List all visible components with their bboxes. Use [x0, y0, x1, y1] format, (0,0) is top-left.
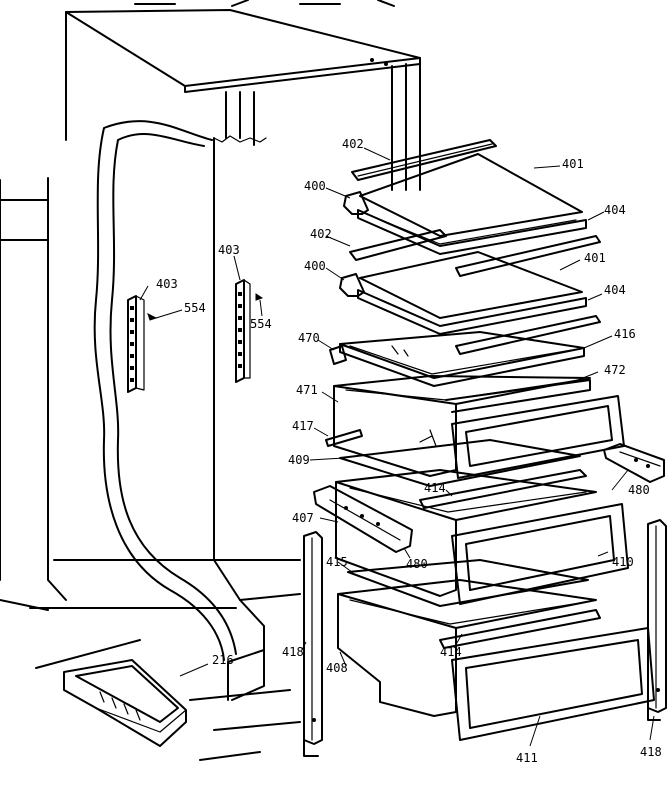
screw-left: [147, 309, 183, 321]
upper-shelf-assembly: [343, 139, 587, 255]
label-408: 408: [326, 661, 348, 675]
middle-drawer: [313, 469, 629, 605]
leader-lines: [139, 147, 655, 747]
label-409: 409: [288, 453, 310, 467]
label-418-left: 418: [282, 645, 304, 659]
label-403-left: 403: [156, 277, 178, 291]
label-403-right: 403: [218, 243, 240, 257]
label-415: 415: [326, 555, 348, 569]
label-480-right: 480: [628, 483, 650, 497]
label-400-lower: 400: [304, 259, 326, 273]
label-554-left: 554: [184, 301, 206, 315]
label-400-top: 400: [304, 179, 326, 193]
label-402-middle: 402: [310, 227, 332, 241]
screw-right: [255, 293, 264, 317]
shelf-rail-right: [235, 279, 251, 383]
middle-trim-bar: [349, 229, 601, 277]
label-401-top: 401: [562, 157, 584, 171]
cabinet: [0, 0, 421, 761]
label-404-lower: 404: [604, 283, 626, 297]
part-labels: 402 401 400 404 402 403 401 400 403 404 …: [156, 137, 662, 765]
label-407: 407: [292, 511, 314, 525]
label-417: 417: [292, 419, 314, 433]
drawer-slide-right: [603, 443, 665, 483]
lower-shelf-assembly: [339, 251, 601, 355]
label-414-lower: 414: [440, 645, 462, 659]
label-404-top: 404: [604, 203, 626, 217]
upper-drawer: [325, 375, 625, 479]
label-216: 216: [212, 653, 234, 667]
label-472: 472: [604, 363, 626, 377]
label-401-lower: 401: [584, 251, 606, 265]
label-410: 410: [612, 555, 634, 569]
drawer-support-left: [303, 531, 323, 757]
label-414-upper: 414: [424, 481, 446, 495]
bin: [63, 659, 187, 747]
label-554-right: 554: [250, 317, 272, 331]
label-471: 471: [296, 383, 318, 397]
label-418-right: 418: [640, 745, 662, 759]
label-402-top: 402: [342, 137, 364, 151]
shelf-rail-left: [127, 295, 145, 393]
lower-drawer: [337, 559, 655, 741]
label-480-left: 480: [406, 557, 428, 571]
label-411: 411: [516, 751, 538, 765]
label-470: 470: [298, 331, 320, 345]
drawer-support-right: [647, 519, 667, 721]
label-416: 416: [614, 327, 636, 341]
